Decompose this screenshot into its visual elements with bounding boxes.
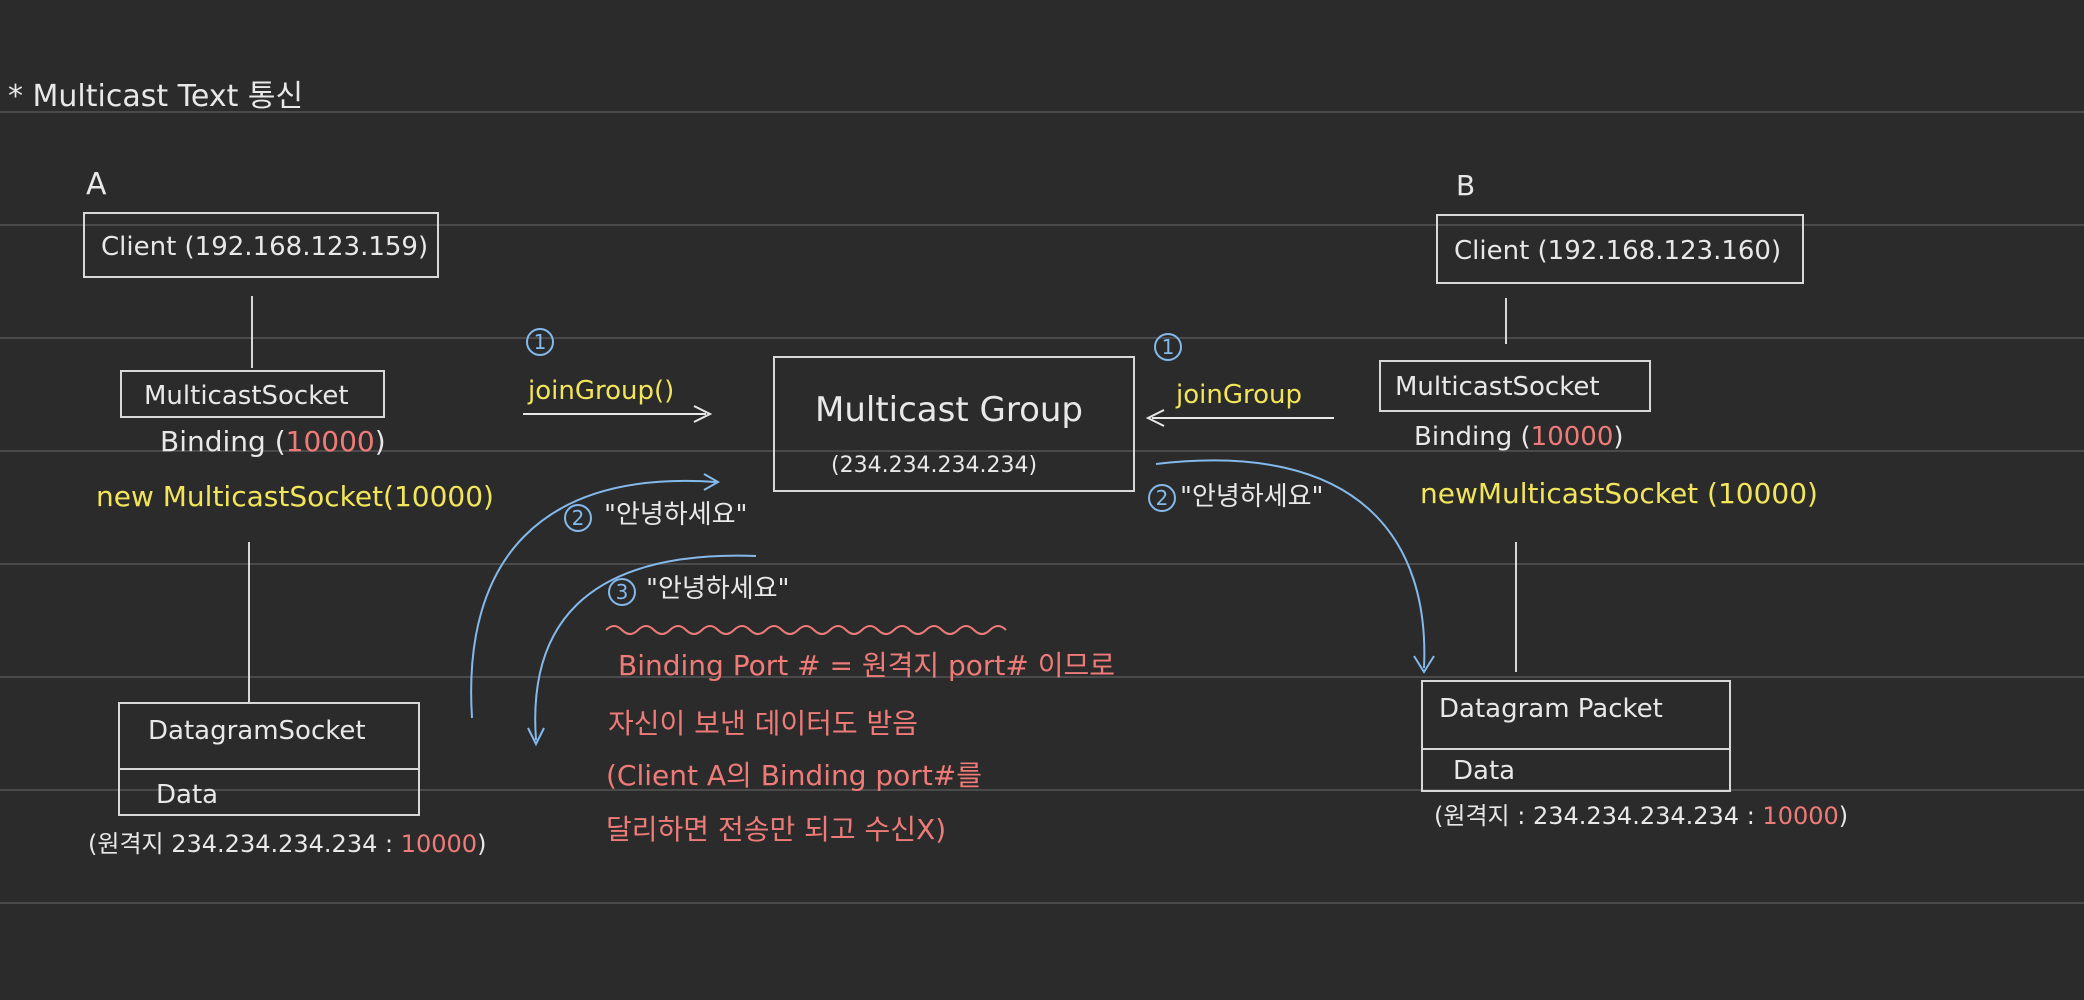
send-arrow-group-to-b (1155, 459, 1426, 669)
client-a-socket-box: MulticastSocket (120, 370, 385, 418)
client-b-connector-top (1505, 298, 1507, 344)
client-b-box: Client (192.168.123.160) (1436, 214, 1804, 284)
client-b-binding-port: 10000 (1530, 422, 1614, 452)
note-line-3: (Client A의 Binding port#를 (606, 759, 983, 792)
client-a-binding-port: 10000 (285, 425, 375, 458)
client-a-destination: (원격지 234.234.234.234 : 10000) (88, 832, 486, 856)
client-a-binding-prefix: Binding ( (160, 425, 286, 458)
step-2-right-badge: 2 (1148, 484, 1176, 512)
step-1-right-badge: 1 (1154, 333, 1182, 361)
wavy-underline (605, 625, 1007, 635)
client-b-packet-divider (1423, 748, 1729, 750)
step-2-left-badge: 2 (564, 504, 592, 532)
note-line-2: 자신이 보낸 데이터도 받음 (608, 707, 919, 740)
client-a-datagram-box: DatagramSocket Data (118, 702, 420, 816)
step-3-badge: 3 (608, 578, 636, 606)
client-b-dest-port: 10000 (1762, 802, 1839, 830)
receive-label: "안녕하세요" (646, 574, 790, 604)
multicast-group-address: (234.234.234.234) (831, 453, 1038, 478)
client-b-binding-suffix: ) (1613, 422, 1624, 452)
client-b-packet-title: Datagram Packet (1439, 694, 1663, 724)
send-left-label: "안녕하세요" (604, 500, 748, 530)
send-arrow-a-head (703, 473, 721, 491)
client-a-connector-top (251, 296, 253, 368)
page-title: * Multicast Text 통신 (8, 79, 304, 114)
client-b-connector-bottom (1515, 542, 1517, 672)
client-a-connector-bottom (248, 542, 250, 702)
note-line-4: 달리하면 전송만 되고 수신X) (606, 813, 947, 846)
client-b-destination: (원격지 : 234.234.234.234 : 10000) (1434, 804, 1848, 828)
client-a-constructor: new MulticastSocket(10000) (96, 480, 494, 513)
client-b-socket-box: MulticastSocket (1379, 360, 1651, 412)
send-arrow-a-to-group (470, 479, 717, 719)
client-a-binding-suffix: ) (374, 425, 386, 458)
send-right-label: "안녕하세요" (1180, 482, 1324, 512)
client-a-box-label: Client (192.168.123.159) (101, 232, 429, 262)
client-a-datagram-divider (120, 768, 418, 770)
client-a-datagram-title: DatagramSocket (148, 716, 366, 746)
client-b-binding: Binding (10000) (1414, 424, 1624, 450)
join-group-left-label: joinGroup() (528, 376, 675, 406)
client-b-socket-label: MulticastSocket (1395, 372, 1600, 402)
client-b-dest-suffix: ) (1838, 802, 1849, 830)
client-a-socket-label: MulticastSocket (144, 381, 349, 411)
client-b-binding-prefix: Binding ( (1414, 422, 1531, 452)
multicast-group-box: Multicast Group (234.234.234.234) (773, 356, 1135, 492)
multicast-group-name: Multicast Group (815, 390, 1083, 430)
join-arrow-right-head (1145, 409, 1165, 427)
client-a-box: Client (192.168.123.159) (83, 212, 439, 278)
client-a-label: A (86, 167, 107, 202)
client-a-binding: Binding (10000) (160, 428, 386, 456)
join-arrow-left-head (693, 405, 713, 423)
client-a-dest-prefix: (원격지 234.234.234.234 : (88, 830, 401, 858)
client-a-dest-port: 10000 (400, 830, 478, 858)
client-b-box-label: Client (192.168.123.160) (1454, 236, 1782, 266)
client-b-label: B (1456, 169, 1476, 202)
join-group-right-label: joinGroup (1176, 380, 1302, 410)
step-1-left-badge: 1 (526, 328, 554, 356)
client-b-packet-data: Data (1453, 756, 1516, 786)
send-arrow-b-head (1413, 655, 1435, 674)
client-a-datagram-data: Data (156, 780, 219, 810)
receive-arrow-a-head (527, 727, 545, 747)
note-line-1: Binding Port # = 원격지 port# 이므로 (618, 649, 1116, 682)
client-b-dest-prefix: (원격지 : 234.234.234.234 : (1434, 802, 1763, 830)
client-a-dest-suffix: ) (477, 830, 487, 858)
client-b-constructor: newMulticastSocket (10000) (1420, 477, 1818, 510)
client-b-packet-box: Datagram Packet Data (1421, 680, 1731, 792)
receive-arrow-group-to-a (534, 554, 757, 741)
